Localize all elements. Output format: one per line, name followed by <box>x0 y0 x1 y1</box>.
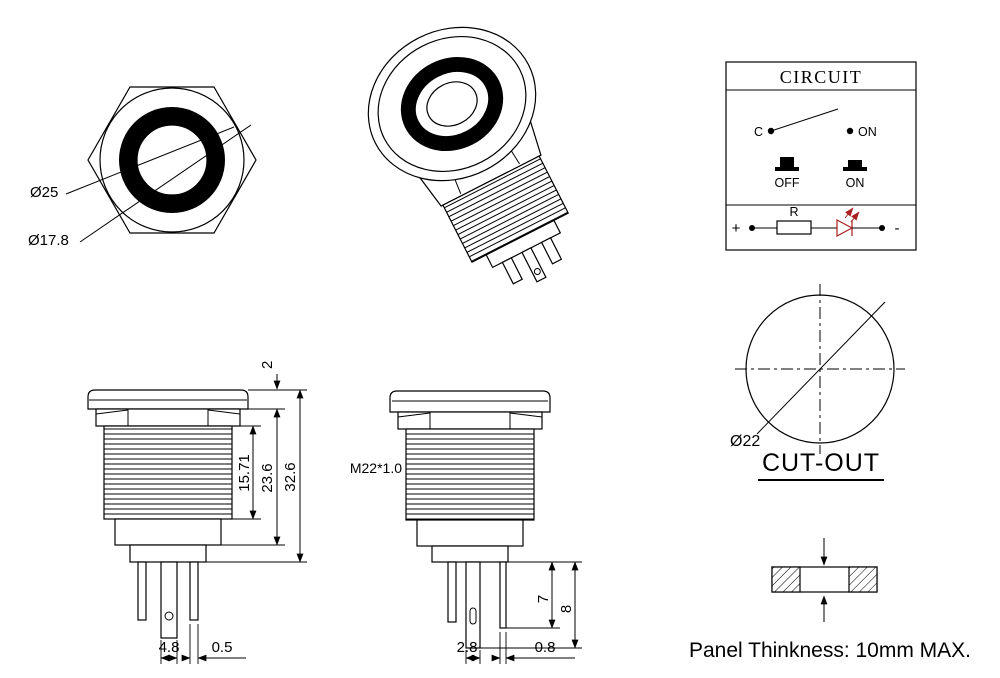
button-pressed-icon <box>848 160 862 167</box>
iso-terminal-pin <box>521 247 547 283</box>
iso-pin-hole <box>533 268 541 276</box>
cutout-circle <box>745 294 895 444</box>
inner-diameter-label: Ø17.8 <box>28 232 69 249</box>
dim-terminal-thickness: 0.8 <box>491 632 575 664</box>
dim-thread-length: 15.71 <box>236 425 257 520</box>
iso-thread-body <box>442 155 570 263</box>
circuit-title: CIRCUIT <box>780 67 863 87</box>
terminal-pin <box>499 561 507 629</box>
dim-pin-length-short: 7 <box>506 561 560 629</box>
dim-pin-length-long: 8 <box>480 561 582 649</box>
switch-body <box>114 518 222 546</box>
dim-terminal-width: 4.8 <box>159 639 180 664</box>
total-length-label: 32.6 <box>282 462 299 491</box>
nut-chamfer-line <box>397 412 431 418</box>
on-contact-label: ON <box>858 125 877 139</box>
terminal-thickness-label: 0.8 <box>535 639 556 656</box>
common-terminal-label: C <box>754 125 763 139</box>
body-length-label: 23.6 <box>259 463 276 492</box>
button-released-base <box>775 167 799 171</box>
nut-chamfer-line <box>509 412 543 418</box>
terminal-pin <box>189 561 199 621</box>
node-dot <box>879 225 885 231</box>
thread-body <box>405 428 535 521</box>
negative-terminal-label: - <box>895 220 900 237</box>
resistor-label: R <box>789 205 798 219</box>
led-emission-arrow <box>844 207 854 219</box>
led-triangle <box>836 219 854 237</box>
iso-terminal-pin <box>540 237 563 265</box>
circuit-diagram: CIRCUIT C ON OFF ON + R - <box>725 61 917 251</box>
on-state-label: ON <box>846 176 865 190</box>
pin-slot <box>469 607 477 625</box>
led-emission-arrow <box>850 211 860 223</box>
positive-terminal-label: + <box>732 220 741 237</box>
terminal-pin-wide <box>160 561 178 639</box>
terminal-width-label: 4.8 <box>159 639 180 656</box>
thread-body <box>103 425 233 520</box>
pin-length-short-label: 7 <box>535 595 552 603</box>
panel-hatch-right <box>848 566 878 593</box>
bezel-face-circle <box>99 87 245 233</box>
dim-terminal-width: 2.8 <box>457 639 481 664</box>
terminal-pin-wide <box>465 561 481 649</box>
isometric-view <box>367 26 570 285</box>
panel-thickness-note: Panel Thinkness: 10mm MAX. <box>689 639 971 662</box>
circuit-box <box>725 61 917 251</box>
cutout-caption: CUT-OUT <box>762 449 880 477</box>
thread-length-label: 15.71 <box>236 454 253 492</box>
contact-dot <box>846 127 854 135</box>
iso-terminal-pin <box>501 257 524 285</box>
terminal-thickness-label: 0.5 <box>212 639 233 656</box>
hex-bezel <box>87 86 257 234</box>
terminal-pin <box>447 561 457 623</box>
iso-cap-rim <box>377 35 527 173</box>
switch-body <box>416 519 524 547</box>
panel-hatch-left <box>771 566 801 593</box>
leader-outer-diameter <box>65 126 235 195</box>
outer-diameter-label: Ø25 <box>30 184 58 201</box>
dim-terminal-thickness: 0.5 <box>181 624 246 664</box>
terminal-width-label: 2.8 <box>457 639 478 656</box>
diameter-leader <box>756 301 886 435</box>
panel-thickness-view: Panel Thinkness: 10mm MAX. <box>689 538 971 662</box>
cutout-diameter-label: Ø22 <box>730 433 760 450</box>
thread-spec-label: M22*1.0 <box>350 460 402 476</box>
switch-base <box>431 545 509 563</box>
iso-base <box>485 219 562 269</box>
switch-base <box>129 544 207 563</box>
front-view: Ø25 Ø17.8 <box>28 86 257 249</box>
switch-lever <box>770 108 839 132</box>
pin-hole <box>164 611 174 621</box>
iso-button-center <box>426 81 478 127</box>
side-view-middle: M22*1.0 7 8 2.8 0.8 <box>350 390 582 664</box>
resistor-symbol <box>776 220 812 235</box>
side-view-left: 2 15.71 23.6 32.6 4.8 0.5 <box>87 361 307 664</box>
button-center <box>136 124 208 196</box>
nut-chamfer-line <box>95 409 129 415</box>
dim-cap-height: 2 <box>259 361 281 390</box>
iso-led-ring <box>400 56 504 152</box>
pin-length-long-label: 8 <box>558 605 575 613</box>
cap-height-label: 2 <box>259 361 276 369</box>
dim-body-length: 23.6 <box>259 408 281 546</box>
button-pressed-base <box>843 167 867 171</box>
terminal-pin <box>137 561 147 621</box>
leader-inner-diameter <box>79 124 252 243</box>
cutout-view: Ø22 CUT-OUT <box>730 284 905 481</box>
nut-chamfer-line <box>207 409 241 415</box>
off-state-label: OFF <box>775 176 800 190</box>
button-released-icon <box>780 157 794 167</box>
dim-total-length: 32.6 <box>282 389 304 563</box>
